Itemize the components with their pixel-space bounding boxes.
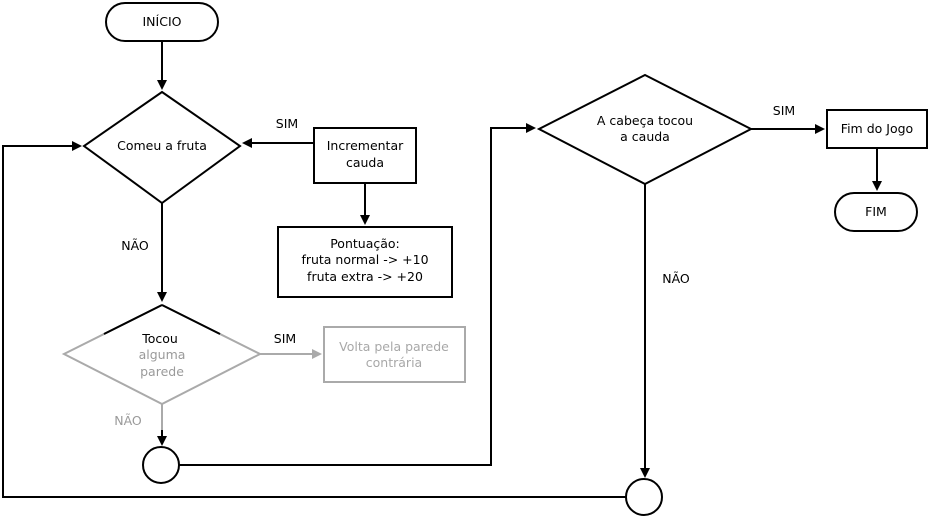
start-label: INÍCIO [143,14,182,29]
label-yes-fruit: SIM [276,116,298,131]
label-no-fruit: NÃO [121,238,149,253]
process-score: Pontuação: fruta normal -> +10 fruta ext… [277,226,453,298]
arrow-loop-back [2,141,626,498]
end-terminal: FIM [834,192,918,232]
wrap-wall-line-2: contrária [366,355,422,370]
arrow-connector-to-tail [179,123,536,466]
touched-wall-line-1: Tocou [141,331,178,346]
score-line-3: fruta extra -> +20 [307,269,423,284]
end-label: FIM [865,204,887,219]
connector-2 [625,478,663,516]
decision-ate-fruit: Comeu a fruta [82,90,242,205]
start-terminal: INÍCIO [105,2,219,42]
increment-tail-line-1: Incrementar [327,138,404,153]
game-over-label: Fim do Jogo [841,121,913,136]
decision-head-touched-tail: A cabeça tocou a cauda [536,73,754,186]
label-no-tail: NÃO [662,271,690,286]
label-no-wall: NÃO [114,413,142,428]
process-increment-tail: Incrementar cauda [313,127,417,184]
decision-touched-wall: Tocou alguma parede [61,303,263,406]
connector-1 [142,446,180,484]
decision-ate-fruit-label: Comeu a fruta [117,138,207,153]
score-line-2: fruta normal -> +10 [301,252,428,267]
label-yes-wall: SIM [274,331,296,346]
process-wrap-wall: Volta pela parede contrária [323,326,466,383]
score-line-1: Pontuação: [330,236,400,251]
process-game-over: Fim do Jogo [826,109,928,149]
wrap-wall-line-1: Volta pela parede [339,339,449,354]
head-tail-line-2: a cauda [620,129,670,144]
label-yes-tail: SIM [773,103,795,118]
increment-tail-line-2: cauda [346,155,384,170]
touched-wall-line-3: parede [140,364,184,379]
touched-wall-line-2: alguma [139,347,186,362]
head-tail-line-1: A cabeça tocou [597,113,693,128]
